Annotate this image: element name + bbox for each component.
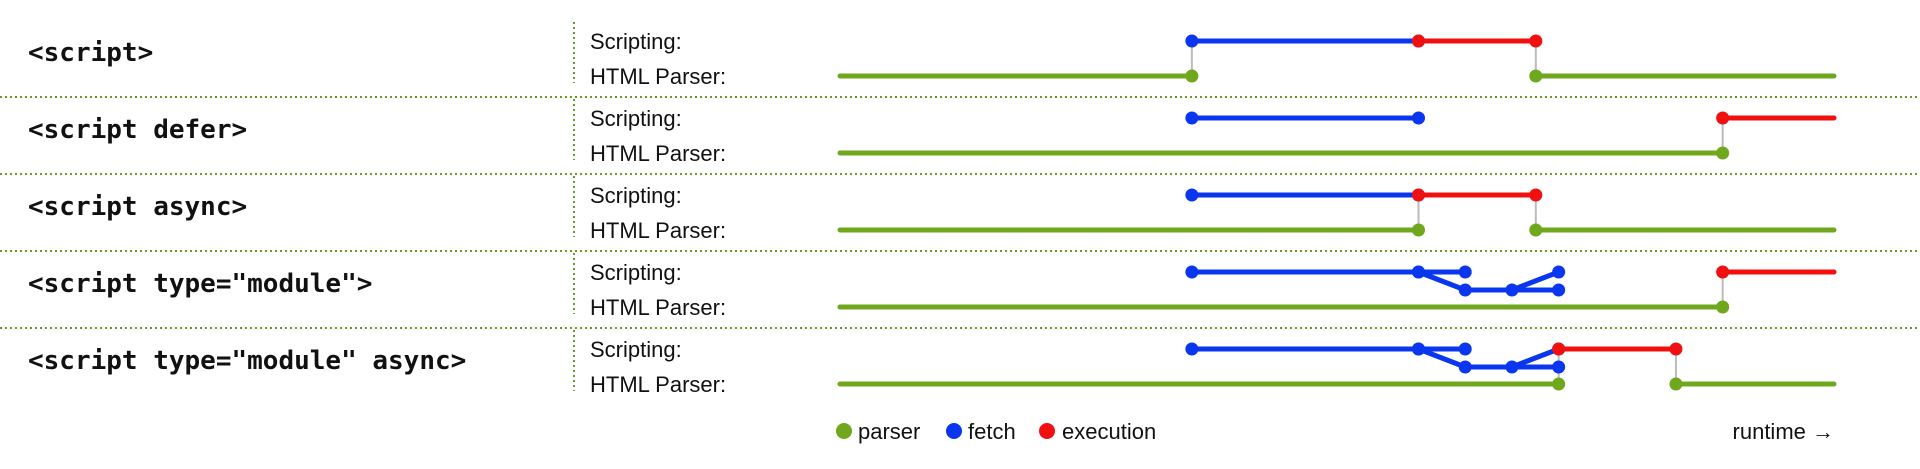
parser-row-label: HTML Parser: (590, 295, 726, 320)
fetch-dot (1505, 283, 1519, 297)
parser-dot (1412, 223, 1426, 237)
fetch-dot (1552, 265, 1566, 279)
execution-dot (1412, 34, 1426, 48)
diagram-row: <script async> Scripting: HTML Parser: (28, 176, 1837, 243)
legend-fetch-label: fetch (968, 419, 1016, 444)
script-variant-label: <script async> (28, 192, 247, 222)
fetch-dot (1185, 342, 1199, 356)
legend: parser fetch execution runtime → (836, 419, 1834, 444)
execution-dot (1716, 111, 1730, 125)
rows-layer: <script>Scripting:HTML Parser:<script de… (0, 22, 1920, 397)
runtime-axis-label: runtime → (1733, 419, 1834, 444)
fetch-dot (1458, 265, 1472, 279)
fetch-dot (1552, 283, 1566, 297)
diagram-row: <script defer> Scripting: HTML Parser: (28, 99, 1837, 166)
legend-execution-label: execution (1062, 419, 1156, 444)
parser-dot (1529, 223, 1543, 237)
fetch-dot (1185, 111, 1199, 125)
parser-row-label: HTML Parser: (590, 372, 726, 397)
fetch-dot (1458, 283, 1472, 297)
execution-dot (1669, 342, 1683, 356)
parser-dot (1529, 69, 1543, 83)
execution-dot (1529, 34, 1543, 48)
fetch-dot (1458, 342, 1472, 356)
scripting-row-label: Scripting: (590, 183, 682, 208)
fetch-dot (1185, 34, 1199, 48)
script-variant-label: <script type="module" async> (28, 346, 466, 376)
parser-dot (1716, 300, 1730, 314)
fetch-dot (1412, 111, 1426, 125)
fetch-dot (1412, 342, 1426, 356)
diagram-row: <script> Scripting: HTML Parser: (28, 22, 1837, 89)
execution-dot (1412, 188, 1426, 202)
legend-fetch-dot (946, 423, 962, 439)
fetch-segment-line (1416, 346, 1562, 370)
fetch-dot (1412, 265, 1426, 279)
parser-row-label: HTML Parser: (590, 141, 726, 166)
legend-parser-label: parser (858, 419, 920, 444)
scripting-row-label: Scripting: (590, 106, 682, 131)
legend-parser-dot (836, 423, 852, 439)
parser-row-label: HTML Parser: (590, 218, 726, 243)
execution-dot (1529, 188, 1543, 202)
script-variant-label: <script defer> (28, 115, 247, 145)
parser-dot (1716, 146, 1730, 160)
diagram-row: <script type="module"> Scripting: HTML Par… (28, 253, 1837, 320)
fetch-dot (1185, 265, 1199, 279)
scripting-row-label: Scripting: (590, 337, 682, 362)
script-variant-label: <script> (28, 38, 153, 68)
parser-dot (1669, 377, 1683, 391)
script-variant-label: <script type="module"> (28, 269, 372, 299)
scripting-row-label: Scripting: (590, 260, 682, 285)
fetch-dot (1185, 188, 1199, 202)
scripting-row-label: Scripting: (590, 29, 682, 54)
legend-execution-dot (1039, 423, 1055, 439)
execution-dot (1716, 265, 1730, 279)
fetch-segment-line (1416, 269, 1562, 293)
execution-dot (1552, 342, 1566, 356)
fetch-dot (1552, 360, 1566, 374)
parser-dot (1185, 69, 1199, 83)
parser-row-label: HTML Parser: (590, 64, 726, 89)
diagram-row: <script type="module" async> Scripting: HT… (28, 330, 1837, 397)
fetch-dot (1505, 360, 1519, 374)
parser-dot (1552, 377, 1566, 391)
fetch-dot (1458, 360, 1472, 374)
